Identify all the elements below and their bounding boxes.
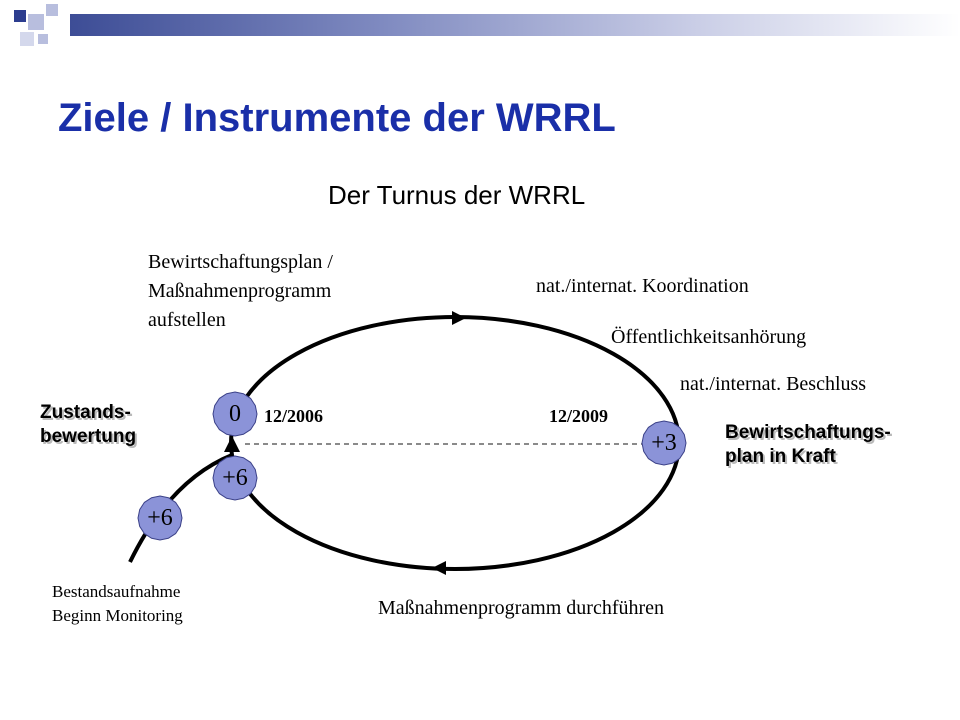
marker-plus6-outer-label: +6 [147, 505, 173, 531]
header-gradient-bar [70, 14, 960, 36]
plan-line-1: Bewirtschaftungsplan / [148, 251, 333, 273]
logo-square-bottom [20, 32, 34, 46]
anhoerung-label: Öffentlichkeitsanhörung [611, 326, 807, 348]
marker-zero-label: 0 [229, 401, 241, 427]
date-end-label: 12/2009 [549, 406, 609, 426]
marker-plus6-inner-label: +6 [222, 465, 248, 491]
bestand-line-2: Beginn Monitoring [52, 606, 183, 625]
bestand-line-1: Bestandsaufnahme [52, 582, 181, 601]
logo-square-mid [46, 4, 58, 16]
logo-square-small [38, 34, 48, 44]
marker-plus6-inner: +6 [212, 455, 258, 501]
massnahmen-durchfuehren-label: Maßnahmenprogramm durchführen [378, 597, 665, 619]
arrow-top-icon [452, 311, 466, 325]
arrow-bottom-icon [432, 561, 446, 575]
marker-plus6-outer: +6 [137, 495, 183, 541]
logo-square-light [28, 14, 44, 30]
date-start-label: 12/2006 [264, 406, 324, 426]
zustand-line-2: bewertung [40, 426, 137, 447]
koordination-label: nat./internat. Koordination [536, 275, 749, 297]
entry-arrow-curve [128, 453, 233, 563]
beschluss-label: nat./internat. Beschluss [680, 373, 867, 395]
plan-in-kraft-label: Bewirtschaftungs- plan in Kraft [725, 421, 891, 469]
bestandsaufnahme-label: Bestandsaufnahme Beginn Monitoring [52, 580, 183, 628]
slide-title: Ziele / Instrumente der WRRL [58, 96, 616, 140]
marker-zero: 0 [212, 391, 258, 437]
slide-subtitle: Der Turnus der WRRL [328, 180, 586, 210]
inkraft-line-1: Bewirtschaftungs- [725, 422, 891, 443]
entry-arrow-head-icon [224, 436, 240, 452]
plan-line-2: Maßnahmenprogramm [148, 280, 332, 302]
logo-square-dark [14, 10, 26, 22]
plan-line-3: aufstellen [148, 309, 226, 331]
plan-aufstellen-label: Bewirtschaftungsplan / Maßnahmenprogramm… [148, 248, 333, 335]
marker-plus3: +3 [641, 420, 687, 466]
zustand-line-1: Zustands- [40, 402, 131, 423]
cycle-ellipse [229, 315, 681, 571]
inkraft-line-2: plan in Kraft [725, 446, 836, 467]
zustandsbewertung-label: Zustands- bewertung [40, 401, 136, 449]
marker-plus3-label: +3 [651, 430, 677, 456]
